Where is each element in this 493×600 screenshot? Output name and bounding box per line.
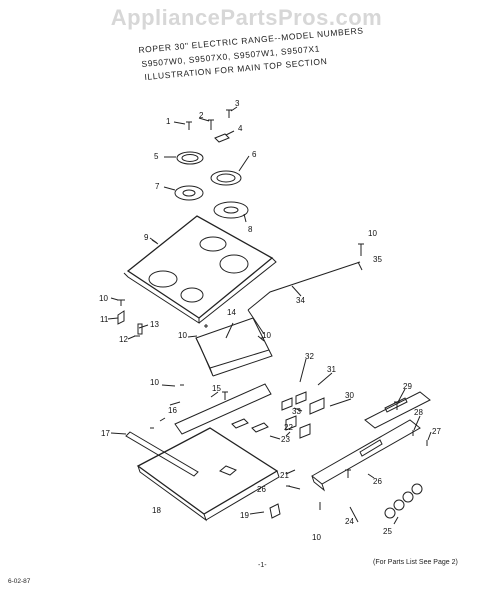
switch-part-22: [285, 415, 297, 431]
page-number: -1-: [258, 562, 267, 569]
callout-label: 3: [235, 99, 240, 108]
callout-label: 26: [373, 477, 382, 486]
drip-pan-18: [136, 427, 279, 515]
callout-label: 28: [414, 408, 423, 417]
screw-part-2: [208, 119, 214, 130]
callout-label: 30: [345, 391, 354, 400]
callout-label: 10: [99, 294, 108, 303]
cooktop-opening-2: [180, 287, 204, 303]
callout-label: 10: [368, 229, 377, 238]
callout-label: 21: [280, 471, 289, 480]
screw-part-24: [345, 469, 351, 478]
screw-part-3: [226, 109, 232, 118]
callout-label: 8: [248, 225, 253, 234]
burner-element-5: [176, 151, 204, 165]
screw-part-35: [358, 243, 364, 256]
callout-label: 15: [212, 384, 221, 393]
callout-label: 31: [327, 365, 336, 374]
callout-label: 10: [178, 331, 187, 340]
drip-bowl-8: [213, 201, 249, 219]
callout-label: 6: [252, 150, 257, 159]
bracket-part-16: [174, 383, 272, 435]
drip-bowl-7: [174, 185, 204, 201]
callout-label: 26: [257, 485, 266, 494]
rail-part-17: [125, 431, 199, 477]
document-code: 6-02-87: [8, 578, 31, 585]
screw-part-29: [394, 401, 400, 410]
cooktop-opening-4: [219, 254, 249, 274]
callout-label: 14: [227, 308, 236, 317]
bracket-part-19: [269, 503, 281, 519]
switch-part-32: [281, 391, 307, 411]
knob-25c: [402, 491, 414, 503]
callout-label: 1: [166, 117, 171, 126]
callout-label: 35: [373, 255, 382, 264]
callout-label: 25: [383, 527, 392, 536]
screw-part-10a: [117, 299, 125, 306]
callout-label: 5: [154, 152, 159, 161]
callout-label: 4: [238, 124, 243, 133]
callout-label: 11: [100, 315, 109, 324]
callout-label: 16: [168, 406, 177, 415]
switch-part-21: [299, 423, 311, 439]
burner-element-6: [210, 170, 242, 186]
callout-label: 10: [312, 533, 321, 542]
bracket-part-11: [117, 310, 125, 325]
bracket-part-30: [309, 397, 325, 415]
callout-label: 13: [150, 320, 159, 329]
callout-label: 10: [150, 378, 159, 387]
callout-label: 2: [199, 111, 204, 120]
knob-25d: [411, 483, 423, 495]
callout-label: 17: [101, 429, 110, 438]
support-rod-34: [247, 261, 361, 311]
knob-25b: [393, 499, 405, 511]
knob-25a: [384, 507, 396, 519]
control-panel-26: [311, 419, 421, 485]
callout-label: 33: [292, 407, 301, 416]
cooktop-opening-1: [148, 270, 178, 288]
terminal-block-23: [231, 418, 269, 433]
control-panel-upper: [364, 391, 431, 429]
callout-label: 10: [262, 331, 271, 340]
spacer-part-13: [137, 323, 143, 335]
callout-label: 34: [296, 296, 305, 305]
callout-label: 9: [144, 233, 149, 242]
callout-label: 27: [432, 427, 441, 436]
parts-list-note: (For Parts List See Page 2): [373, 559, 458, 566]
callout-label: 29: [403, 382, 412, 391]
callout-label: 23: [281, 435, 290, 444]
callout-label: 32: [305, 352, 314, 361]
callout-label: 19: [240, 511, 249, 520]
callout-label: 12: [119, 335, 128, 344]
screw-part-1: [186, 121, 192, 130]
callout-label: 18: [152, 506, 161, 515]
watermark: AppliancePartsPros.com: [110, 5, 383, 30]
callout-label: 22: [284, 423, 293, 432]
callout-label: 24: [345, 517, 354, 526]
callout-label: 7: [155, 182, 160, 191]
bracket-part-4: [214, 133, 230, 143]
cooktop-opening-3: [199, 236, 227, 252]
